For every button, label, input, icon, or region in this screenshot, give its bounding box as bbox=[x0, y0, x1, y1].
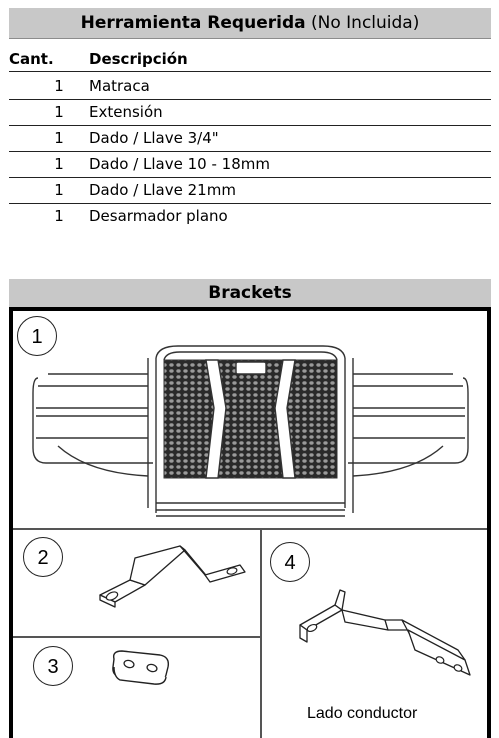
grille-guard-drawing bbox=[32, 345, 469, 517]
tools-table-note: (No Incluida) bbox=[305, 13, 420, 33]
bracket-4-caption: Lado conductor bbox=[307, 705, 418, 722]
row-description: Matraca bbox=[89, 77, 150, 95]
table-row: 1 Dado / Llave 21mm bbox=[9, 177, 491, 204]
row-description: Dado / Llave 21mm bbox=[89, 181, 236, 199]
bracket-3-drawing bbox=[112, 650, 170, 685]
bracket-2-drawing bbox=[99, 545, 246, 608]
tools-table-header: Herramienta Requerida (No Incluida) bbox=[9, 8, 491, 39]
table-row: 1 Dado / Llave 10 - 18mm bbox=[9, 151, 491, 178]
brackets-header: Brackets bbox=[9, 279, 491, 307]
table-row: 1 Matraca bbox=[9, 73, 491, 100]
row-qty: 1 bbox=[54, 207, 64, 225]
table-row: 1 Extensión bbox=[9, 99, 491, 126]
figure-divider-horizontal-lower bbox=[13, 636, 260, 638]
row-qty: 1 bbox=[54, 181, 64, 199]
item-number-badge-3: 3 bbox=[33, 646, 73, 686]
row-qty: 1 bbox=[54, 77, 64, 95]
item-number-badge-2: 2 bbox=[23, 537, 63, 577]
row-qty: 1 bbox=[54, 129, 64, 147]
row-description: Extensión bbox=[89, 103, 163, 121]
bracket-4-drawing bbox=[299, 589, 471, 676]
row-description: Desarmador plano bbox=[89, 207, 228, 225]
table-row: 1 Dado / Llave 3/4" bbox=[9, 125, 491, 152]
figure-divider-vertical bbox=[260, 528, 262, 738]
row-description: Dado / Llave 3/4" bbox=[89, 129, 219, 147]
column-header-qty: Cant. bbox=[9, 50, 54, 68]
figure-divider-horizontal bbox=[13, 528, 487, 530]
tools-table-column-headers: Cant. Descripción bbox=[9, 47, 491, 72]
brackets-figure-frame bbox=[9, 307, 491, 738]
row-description: Dado / Llave 10 - 18mm bbox=[89, 155, 270, 173]
tools-table-title: Herramienta Requerida bbox=[80, 13, 306, 33]
item-number-badge-1: 1 bbox=[17, 316, 57, 356]
column-header-description: Descripción bbox=[89, 50, 188, 68]
row-qty: 1 bbox=[54, 155, 64, 173]
table-row: 1 Desarmador plano bbox=[9, 203, 491, 229]
row-qty: 1 bbox=[54, 103, 64, 121]
item-number-badge-4: 4 bbox=[270, 542, 310, 582]
